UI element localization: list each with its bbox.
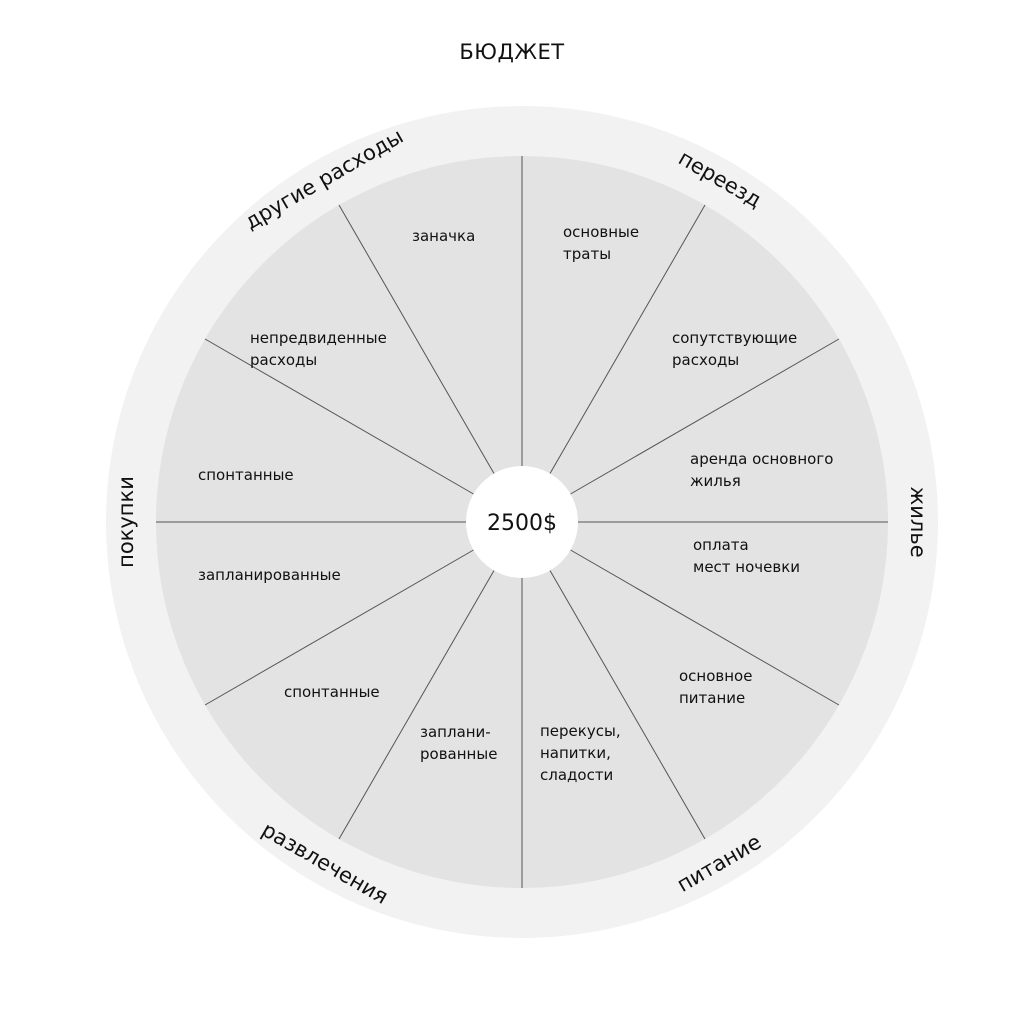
segment-divider: [204, 338, 474, 495]
segment-divider: [204, 549, 474, 706]
segment-divider: [570, 338, 840, 495]
segment-label-line: заначка: [412, 227, 475, 245]
segment-label-line: расходы: [672, 351, 739, 369]
segment-label-line: сладости: [540, 766, 613, 784]
segment-label-line: питание: [679, 689, 745, 707]
segment-label-line: мест ночевки: [693, 558, 800, 576]
center-circle: [466, 466, 578, 578]
segment-label-line: спонтанные: [284, 683, 380, 701]
segment-dividers: [156, 156, 888, 888]
segment-divider: [549, 204, 706, 474]
segment-label-line: основное: [679, 667, 752, 685]
segment-divider: [570, 549, 840, 706]
segment-divider: [549, 570, 706, 840]
diagram-title: БЮДЖЕТ: [459, 40, 565, 64]
segment-labels: основные траты сопутствующие расходы аренда …: [198, 223, 833, 784]
segment-label-line: основные: [563, 223, 639, 241]
segment-label-line: непредвиденные: [250, 329, 387, 347]
center-value: 2500$: [487, 511, 557, 536]
segment-label-line: расходы: [250, 351, 317, 369]
segment-label-line: запланированные: [198, 566, 341, 584]
segment-label-line: перекусы,: [540, 722, 621, 740]
segment-label-line: жилья: [690, 472, 741, 490]
segment-label-line: напитки,: [540, 744, 611, 762]
segment-divider: [338, 570, 495, 840]
segment-label-line: заплани-: [420, 723, 491, 741]
segment-label-line: траты: [563, 245, 611, 263]
segment-label-line: аренда основного: [690, 450, 833, 468]
segment-label-line: оплата: [693, 536, 749, 554]
segment-label-line: сопутствующие: [672, 329, 797, 347]
segment-divider: [338, 204, 495, 474]
category-label: покупки: [114, 476, 138, 568]
segment-label-line: спонтанные: [198, 466, 294, 484]
category-label: жилье: [906, 486, 930, 557]
segment-label-line: рованные: [420, 745, 497, 763]
